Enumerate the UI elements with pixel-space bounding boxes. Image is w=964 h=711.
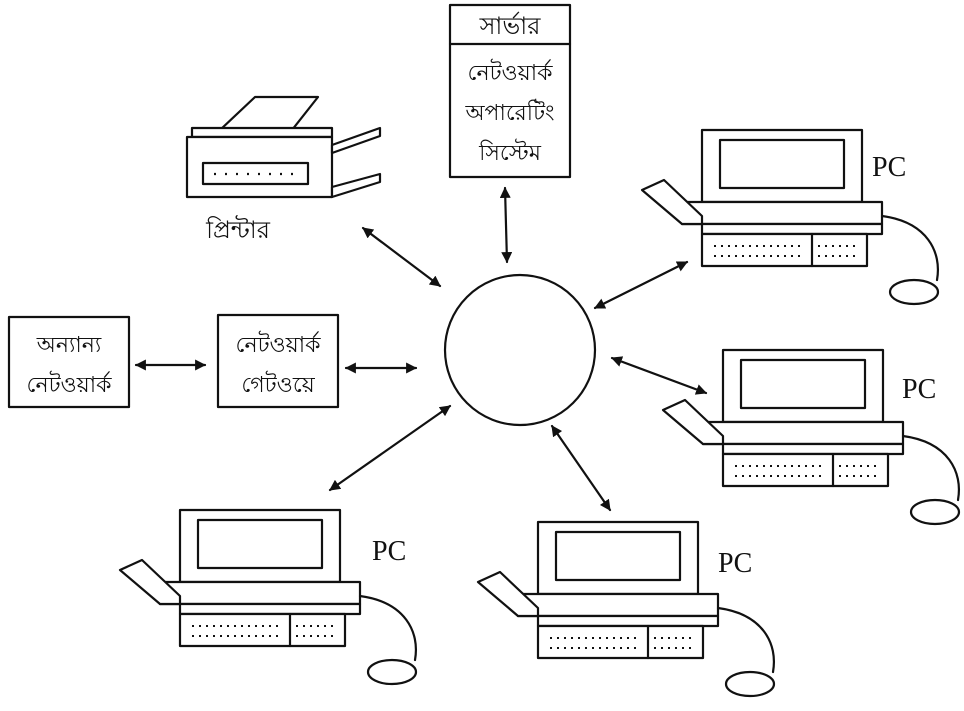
other-network-line-2: নেটওয়ার্ক [27,371,113,398]
server-line-3: সিস্টেম [478,139,542,166]
server-line-1: নেটওয়ার্ক [468,59,554,86]
pc-label-top-right: PC [872,152,906,183]
network-hub [443,273,597,427]
arrow-pc-bottom-left-hub [328,404,452,492]
other-network-line-1: অন্যান্য [36,333,102,358]
arrow-server-hub [499,186,513,264]
server-box: সার্ভার নেটওয়ার্ক অপারেটিং সিস্টেম [448,3,572,179]
server-title: সার্ভার [479,11,542,40]
gateway-line-2: গেটওয়ে [241,371,315,398]
printer-label: প্রিন্টার [205,215,271,244]
printer-icon [185,95,382,199]
arrow-pc-bottom-right-hub [550,424,612,512]
arrow-pc-mid-right-hub [610,356,708,395]
arrow-pc-top-right-hub [593,260,689,310]
other-network-box: অন্যান্য নেটওয়ার্ক [7,315,131,409]
pc-label-bottom-right: PC [718,548,752,579]
arrow-printer-hub [361,226,442,288]
gateway-line-1: নেটওয়ার্ক [236,331,322,358]
server-line-2: অপারেটিং [464,99,554,126]
pc-label-mid-right: PC [902,374,936,405]
gateway-box: নেটওয়ার্ক গেটওয়ে [216,313,340,409]
connection-arrows [134,186,708,512]
pc-label-bottom-left: PC [372,536,406,567]
